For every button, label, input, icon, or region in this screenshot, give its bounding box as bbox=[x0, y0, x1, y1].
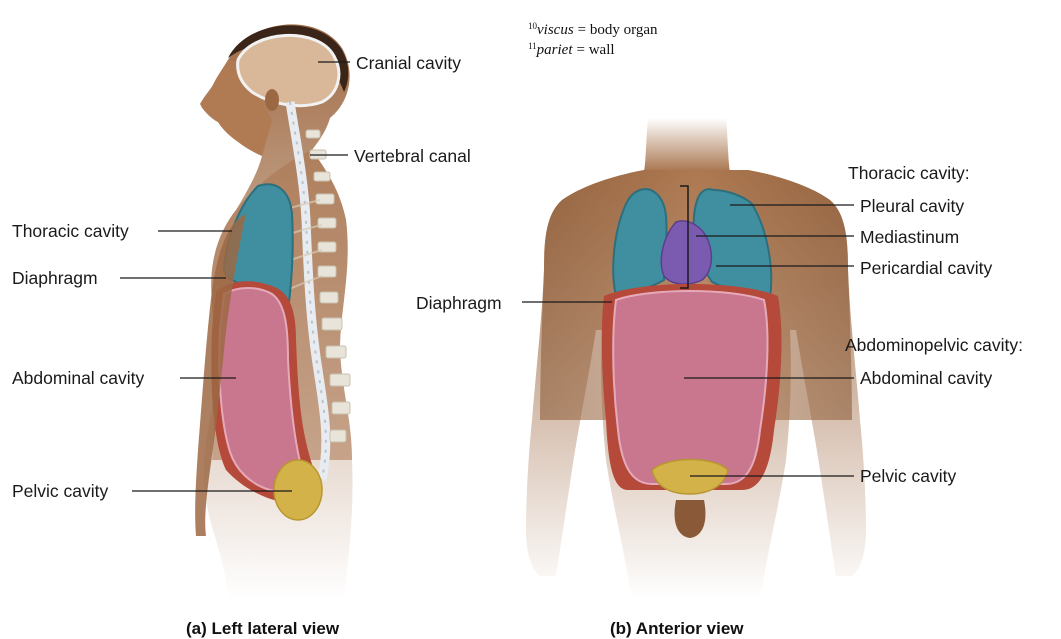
anterior-abdominal-cavity-shape bbox=[613, 291, 767, 484]
ear bbox=[265, 89, 279, 111]
footnote-10: 10viscus= body organ bbox=[528, 21, 658, 38]
anterior-neck bbox=[644, 118, 730, 172]
label-mediastinum: Mediastinum bbox=[860, 227, 959, 247]
label-pelvic-cavity-left: Pelvic cavity bbox=[12, 481, 109, 501]
left-lateral-figure bbox=[195, 24, 352, 600]
footnotes: 10viscus= body organ 11pariet= wall bbox=[528, 21, 658, 58]
label-diaphragm-left: Diaphragm bbox=[12, 268, 98, 288]
footnote-11: 11pariet= wall bbox=[528, 41, 615, 58]
label-thoracic-cavity: Thoracic cavity bbox=[12, 221, 129, 241]
label-pelvic-cavity-right: Pelvic cavity bbox=[860, 466, 957, 486]
caption-anterior: (b) Anterior view bbox=[610, 619, 744, 638]
label-cranial-cavity: Cranial cavity bbox=[356, 53, 461, 73]
label-pericardial-cavity: Pericardial cavity bbox=[860, 258, 993, 278]
label-abdominal-cavity-left: Abdominal cavity bbox=[12, 368, 145, 388]
label-abdominal-cavity-right: Abdominal cavity bbox=[860, 368, 993, 388]
label-diaphragm-right: Diaphragm bbox=[416, 293, 502, 313]
caption-left-lateral: (a) Left lateral view bbox=[186, 619, 340, 638]
label-pleural-cavity: Pleural cavity bbox=[860, 196, 964, 216]
label-thoracic-heading: Thoracic cavity: bbox=[848, 163, 970, 183]
label-abdominopelvic-heading: Abdominopelvic cavity: bbox=[845, 335, 1023, 355]
anterior-figure bbox=[526, 118, 866, 600]
label-vertebral-canal: Vertebral canal bbox=[354, 146, 471, 166]
pelvic-cavity-shape bbox=[274, 460, 322, 520]
